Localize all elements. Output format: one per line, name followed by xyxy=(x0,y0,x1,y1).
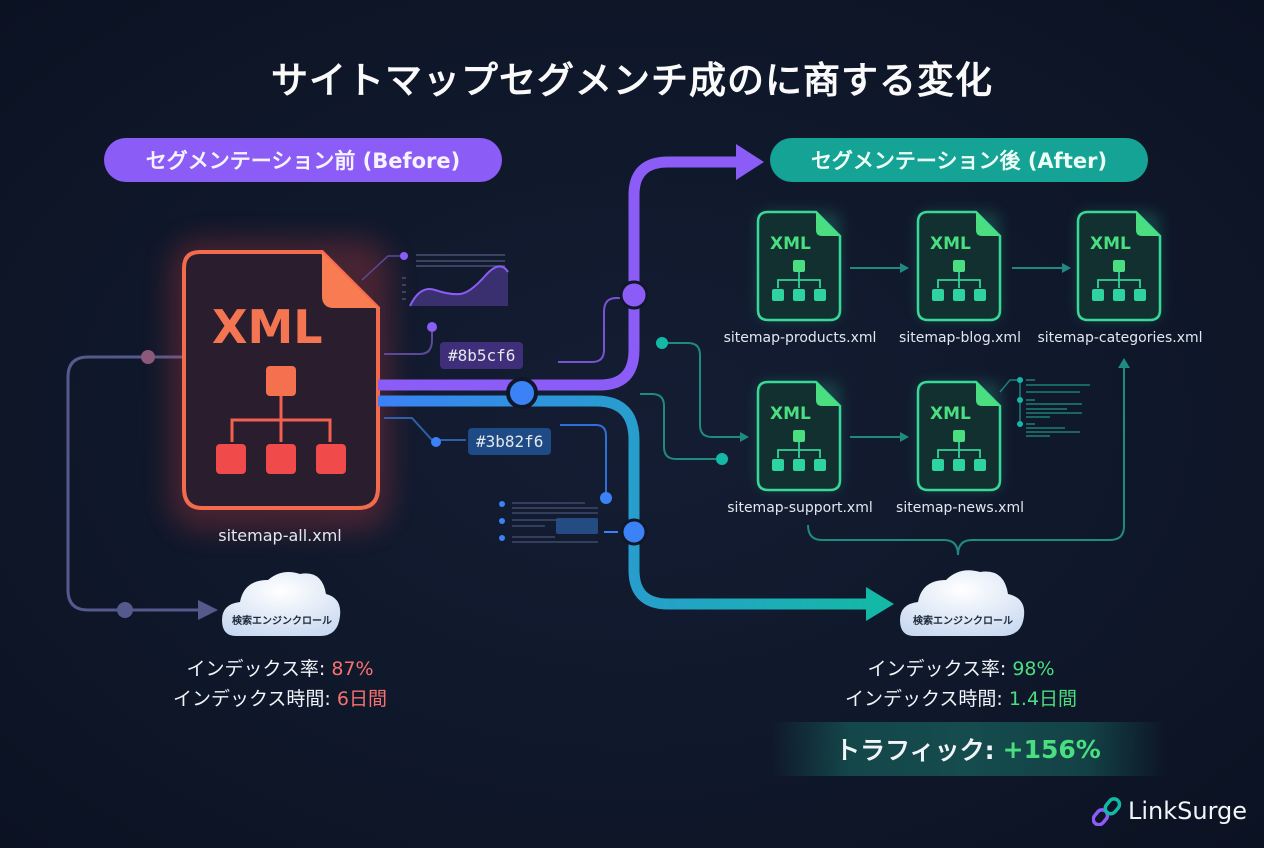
xml-file-icon: XML xyxy=(756,210,842,322)
index-rate-label: インデックス率: xyxy=(867,658,1007,680)
xml-file-name: sitemap-news.xml xyxy=(896,500,1024,516)
color-tag-purple: #8b5cf6 xyxy=(440,342,524,369)
brand-name: LinkSurge xyxy=(1128,797,1248,825)
before-crawl-path xyxy=(66,350,218,620)
xml-file-name: sitemap-blog.xml xyxy=(899,330,1021,346)
before-crawl-label: 検索エンジンクロール xyxy=(232,616,332,627)
teal-connectors xyxy=(640,267,1125,556)
color-tag-blue: #3b82f6 xyxy=(468,428,552,455)
list-decoration xyxy=(499,501,598,543)
index-time-label: インデックス時間: xyxy=(173,688,331,710)
xml-file-label: XML xyxy=(930,404,971,424)
after-crawl-label: 検索エンジンクロール xyxy=(913,616,1013,627)
xml-file-label: XML xyxy=(770,234,811,254)
before-crawl-cloud-icon xyxy=(222,572,341,636)
xml-file-name: sitemap-support.xml xyxy=(727,500,873,516)
after-index-time: インデックス時間: 1.4日間 xyxy=(830,684,1092,711)
xml-file-icon: XML xyxy=(916,210,1002,322)
page-title: サイトマップセグメンチ成のに商する変化 xyxy=(271,59,993,102)
index-rate-label: インデックス率: xyxy=(186,658,326,680)
blue-flow-line xyxy=(378,377,894,621)
after-crawl-cloud-icon xyxy=(900,570,1025,636)
before-index-rate: インデックス率: 87% xyxy=(140,654,420,681)
xml-file-name: sitemap-products.xml xyxy=(723,330,877,346)
xml-file-label: XML xyxy=(930,234,971,254)
chain-link-icon xyxy=(1092,797,1122,826)
purple-flow-line xyxy=(378,144,764,391)
xml-file-label: XML xyxy=(1090,234,1131,254)
index-rate-value: 98% xyxy=(1012,658,1055,680)
index-time-value: 1.4日間 xyxy=(1008,688,1078,710)
xml-file-icon: XML xyxy=(1076,210,1162,322)
mini-chart-decoration xyxy=(361,252,509,307)
traffic-banner: トラフィック: +156% xyxy=(770,722,1166,776)
xml-file-icon: XML xyxy=(756,380,842,492)
code-decoration xyxy=(999,379,1090,437)
before-file-name: sitemap-all.xml xyxy=(218,526,342,545)
sitemap-all-file-icon xyxy=(170,240,390,530)
traffic-label: トラフィック: xyxy=(835,736,995,765)
after-index-rate: インデックス率: 98% xyxy=(830,654,1092,681)
index-rate-value: 87% xyxy=(331,658,374,680)
xml-file-label: XML xyxy=(770,404,811,424)
before-file-label: XML xyxy=(212,300,323,354)
xml-file-icon: XML xyxy=(916,380,1002,492)
segmented-files: XML XML XML XML XML xyxy=(756,210,1162,492)
brand-logo: LinkSurge xyxy=(1092,796,1247,826)
index-time-value: 6日間 xyxy=(336,688,387,710)
after-badge: セグメンテーション後 (After) xyxy=(770,138,1148,182)
traffic-value: +156% xyxy=(1002,734,1101,764)
before-index-time: インデックス時間: 6日間 xyxy=(140,684,420,711)
xml-file-name: sitemap-categories.xml xyxy=(1037,330,1203,346)
index-time-label: インデックス時間: xyxy=(844,688,1003,710)
before-badge: セグメンテーション前 (Before) xyxy=(104,138,502,182)
